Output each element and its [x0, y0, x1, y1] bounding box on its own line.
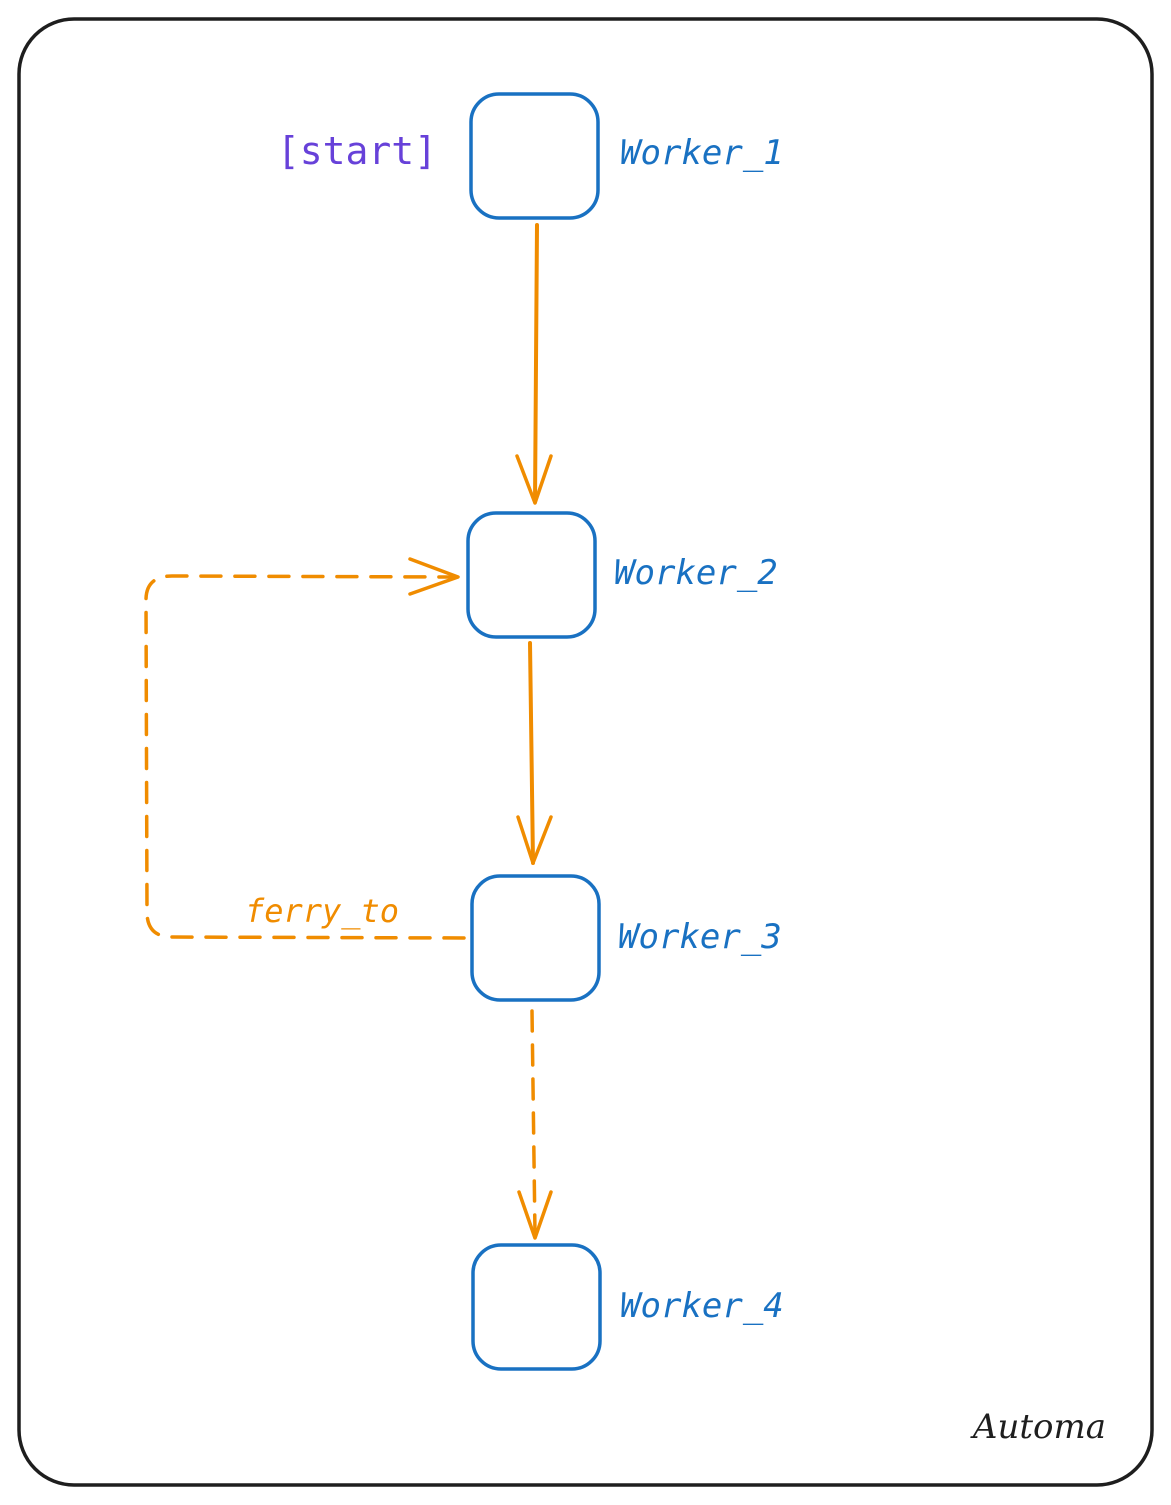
edge-worker-2-to-worker-3 [528, 641, 535, 865]
brand-label: Automa [970, 1407, 1106, 1447]
diagram-frame [17, 17, 1154, 1487]
node-worker-4[interactable] [471, 1243, 602, 1371]
edge-worker-1-to-worker-2-arrowhead [515, 454, 553, 505]
edge-worker-3-to-worker-2 [144, 574, 466, 940]
edge-worker-3-to-worker-4-arrowhead [517, 1190, 553, 1240]
edge-worker-3-to-worker-4 [530, 1009, 537, 1236]
node-worker-3[interactable] [470, 874, 601, 1002]
node-worker-1[interactable] [469, 92, 600, 220]
node-label-worker-1: Worker_1 [620, 133, 784, 173]
node-label-worker-2: Worker_2 [614, 553, 778, 593]
edge-label-ferry-to: ferry_to [245, 892, 399, 930]
edge-worker-2-to-worker-3-arrowhead [516, 815, 553, 865]
edge-worker-3-to-worker-2-arrowhead [408, 557, 460, 596]
node-label-worker-4: Worker_4 [620, 1286, 784, 1326]
edge-worker-1-to-worker-2 [533, 223, 539, 504]
start-label: [start] [277, 129, 437, 173]
node-label-worker-3: Worker_3 [618, 917, 782, 957]
node-worker-2[interactable] [466, 511, 597, 639]
